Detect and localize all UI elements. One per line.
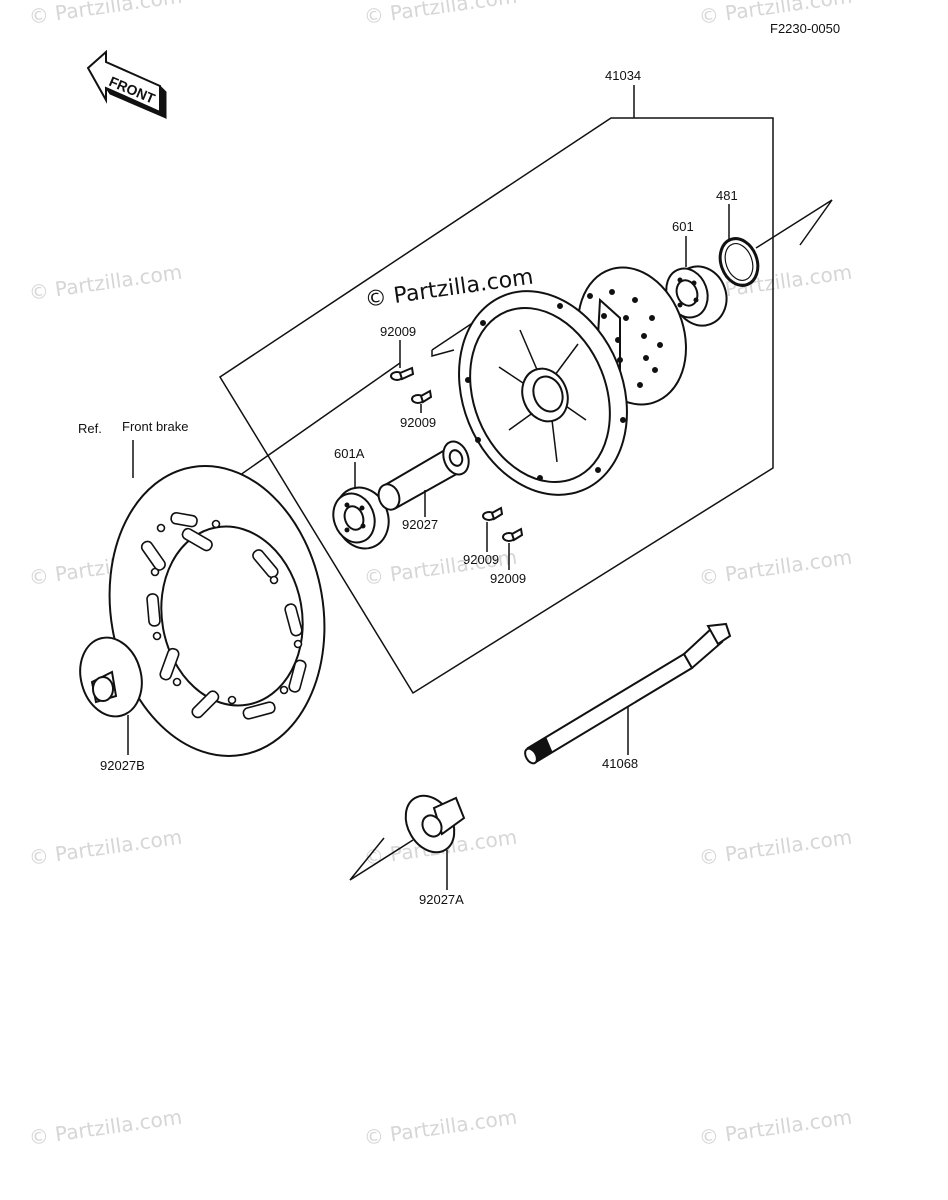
collar-92027b: 92027B [79, 636, 145, 773]
watermark: © Partzilla.com [362, 1105, 518, 1150]
brake-disc: Ref. Front brake [78, 419, 326, 757]
collar-92027a: 92027A [404, 794, 466, 907]
screw-92009-lower-a: 92009 [463, 506, 504, 567]
watermark: © Partzilla.com [697, 825, 853, 870]
watermark: © Partzilla.com [27, 260, 183, 305]
part-label-92027: 92027 [402, 517, 438, 532]
screw-92009-upper-b: 92009 [400, 389, 436, 430]
part-label-601a: 601A [334, 446, 365, 461]
part-label-92027a: 92027A [419, 892, 464, 907]
assembly-outline: 41034 [218, 68, 774, 695]
figure-code: F2230-0050 [770, 21, 840, 36]
wheel-hub: © Partzilla.com [363, 265, 687, 496]
watermark: © Partzilla.com [27, 0, 183, 29]
part-label-481: 481 [716, 188, 738, 203]
part-label-601: 601 [672, 219, 694, 234]
part-label-92009-lower-a: 92009 [463, 552, 499, 567]
part-label-92009-lower-b: 92009 [490, 571, 526, 586]
part-label-41068: 41068 [602, 756, 638, 771]
bearing-601: 601 [665, 219, 728, 327]
screw-92009-upper-a: 92009 [380, 324, 416, 381]
watermark: © Partzilla.com [27, 1105, 183, 1150]
ref-label: Ref. [78, 421, 102, 436]
watermark: © Partzilla.com [27, 825, 183, 870]
screw-92009-lower-b: 92009 [490, 527, 526, 586]
part-label-92009-upper-a: 92009 [380, 324, 416, 339]
watermark: © Partzilla.com [697, 1105, 853, 1150]
watermark: © Partzilla.com [362, 0, 518, 29]
axle-41068: 41068 [524, 622, 732, 771]
front-arrow: FRONT [86, 49, 167, 120]
part-label-92027b: 92027B [100, 758, 145, 773]
part-label-41034: 41034 [605, 68, 641, 83]
spacer-92027: 92027 [377, 440, 470, 532]
watermark: © Partzilla.com [697, 545, 853, 590]
part-label-92009-upper-b: 92009 [400, 415, 436, 430]
snap-ring-481: 481 [716, 188, 760, 287]
ref-part-label: Front brake [122, 419, 188, 434]
